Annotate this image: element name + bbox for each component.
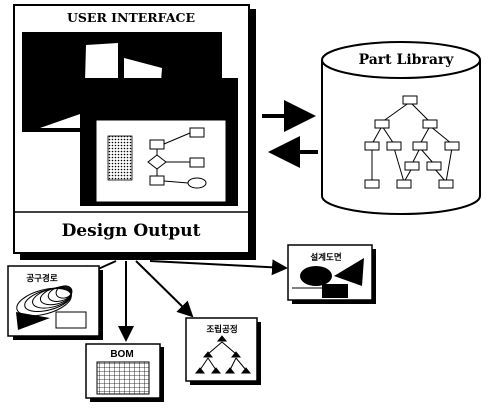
back-window-wedge [40, 114, 80, 128]
part-tree [364, 95, 460, 189]
drawing-ellipse [300, 266, 332, 286]
flow-box-bottom [149, 175, 165, 186]
flow-box-right-mid [189, 157, 205, 168]
drawing-triangle [334, 258, 364, 286]
part-library-cylinder: Part Library [321, 41, 481, 215]
tool-path-box [55, 311, 87, 329]
assembly-process-label: 조립공정 [206, 324, 237, 335]
design-drawing-label: 설계도면 [310, 252, 341, 263]
tool-path-label: 공구경로 [26, 273, 57, 284]
part-library-label: Part Library [359, 52, 455, 68]
bom-output: BOM [85, 343, 164, 402]
flow-box-top [149, 139, 165, 150]
user-interface-label: USER INTERFACE [67, 10, 195, 25]
design-drawing-output: 설계도면 [287, 244, 376, 304]
dotted-block [107, 135, 133, 181]
assembly-process-output: 조립공정 [185, 317, 261, 385]
flow-box-right-top [189, 127, 205, 138]
user-interface-panel: USER INTERFACE Design Output [13, 4, 250, 254]
tool-path-curves [16, 285, 73, 317]
design-output-label: Design Output [62, 221, 201, 241]
drawing-block [322, 284, 348, 298]
bom-table-grid [96, 361, 150, 395]
bom-label: BOM [110, 349, 133, 360]
arrow-to-drawing [149, 259, 288, 276]
flow-connectors [156, 132, 191, 184]
flow-terminator [187, 177, 207, 189]
tool-path-wedge [16, 312, 50, 330]
arrow-to-assembly [135, 260, 194, 318]
assembly-tree [194, 335, 252, 374]
tool-path-output: 공구경로 [7, 265, 103, 340]
